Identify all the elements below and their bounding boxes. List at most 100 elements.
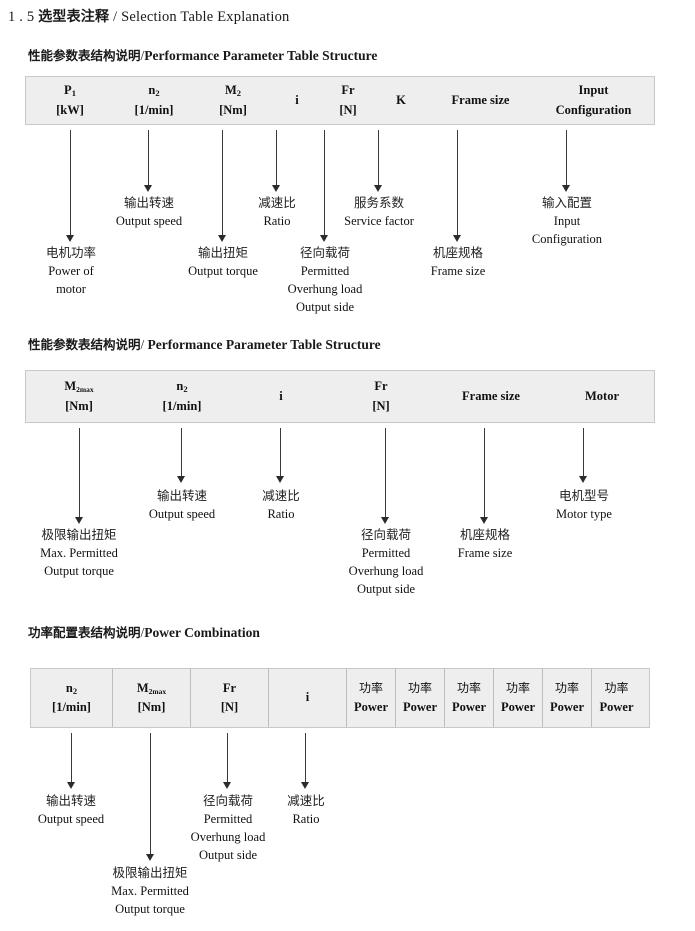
table-2-col-motor-line1: Motor <box>584 388 619 403</box>
table-1-col-p1-line2: [kW] <box>56 102 84 117</box>
table-1-col-p1: P1 [kW] <box>26 77 114 124</box>
note-permitted-overhung-load-3: 径向载荷 Permitted Overhung load Output side <box>191 792 266 865</box>
note-output-speed-2-cn: 输出转速 <box>156 488 207 503</box>
table-1-col-input-configuration-line1: Input <box>578 83 609 98</box>
table-1-col-i-line1: i <box>295 92 299 107</box>
table-2-col-n2-line1: n2 <box>176 379 188 395</box>
note-motor-type: 电机型号 Motor type <box>556 487 612 523</box>
note-permitted-overhung-load-en-2: Overhung load <box>287 282 363 297</box>
note-output-torque: 输出扭矩 Output torque <box>188 244 258 280</box>
page-title-chinese: 选型表注释 <box>38 9 110 25</box>
section-1-heading-chinese: 性能参数表结构说明 <box>28 48 141 63</box>
page-title: 1 . 5 选型表注释 / Selection Table Explanatio… <box>8 6 290 26</box>
note-max-permitted-output-torque-3-cn: 极限输出扭矩 <box>112 865 188 880</box>
table-1-col-fr-line2: [N] <box>339 102 357 117</box>
note-ratio-3-en-1: Ratio <box>292 812 320 827</box>
table-2-col-i-line1: i <box>279 388 283 403</box>
table-3-col-power-1-en: Power <box>353 699 388 714</box>
table-2-col-frame-size-line1: Frame size <box>462 388 520 403</box>
table-1-col-n2-line2: [1/min] <box>134 102 174 117</box>
arrow-to-ratio <box>271 130 282 192</box>
table-3-col-m2max: M2max [Nm] <box>113 669 191 727</box>
arrow-to-motor-type <box>578 428 589 483</box>
note-max-permitted-output-torque: 极限输出扭矩 Max. Permitted Output torque <box>40 526 118 580</box>
note-permitted-overhung-load-3-cn: 径向载荷 <box>202 793 254 808</box>
section-2-heading-chinese: 性能参数表结构说明 <box>28 337 141 352</box>
note-power-of-motor-en-2: motor <box>56 282 86 297</box>
note-permitted-overhung-load-en-3: Output side <box>296 300 354 315</box>
note-ratio: 减速比 Ratio <box>258 194 296 230</box>
arrow-to-frame-size-2 <box>479 428 490 524</box>
note-ratio-en-1: Ratio <box>263 214 291 229</box>
table-1-col-frame-size-line1: Frame size <box>451 92 510 107</box>
table-3-col-power-4-cn: 功率 <box>505 681 530 696</box>
table-3-col-power-6-cn: 功率 <box>604 681 629 696</box>
note-input-configuration-en-1: Input <box>553 214 581 229</box>
arrow-to-permitted-overhung-load <box>319 130 330 242</box>
arrow-to-max-permitted-output-torque-3 <box>145 733 156 861</box>
arrow-to-output-speed-2 <box>176 428 187 483</box>
arrow-to-output-torque <box>217 130 228 242</box>
table-3-col-power-2: 功率 Power <box>396 669 445 727</box>
note-permitted-overhung-load-3-en-2: Overhung load <box>190 830 266 845</box>
arrow-to-ratio-2 <box>275 428 286 483</box>
table-3-col-n2-line1: n2 <box>65 680 78 696</box>
section-3-heading-english: Power Combination <box>144 625 260 640</box>
arrow-to-ratio-3 <box>300 733 311 789</box>
note-permitted-overhung-load: 径向载荷 Permitted Overhung load Output side <box>288 244 363 317</box>
note-output-speed-en-1: Output speed <box>115 214 183 229</box>
table-3-col-power-4: 功率 Power <box>494 669 543 727</box>
arrow-to-frame-size <box>452 130 463 242</box>
table-1-col-n2-line1: n2 <box>148 83 160 99</box>
note-ratio-2: 减速比 Ratio <box>262 487 300 523</box>
note-max-permitted-output-torque-en-1: Max. Permitted <box>40 546 118 561</box>
note-max-permitted-output-torque-3-en-1: Max. Permitted <box>111 884 189 899</box>
table-3-col-power-3-en: Power <box>451 699 486 714</box>
table-3-col-i-line1: i <box>305 690 310 705</box>
section-2-heading: 性能参数表结构说明/ Performance Parameter Table S… <box>28 334 381 353</box>
note-permitted-overhung-load-cn: 径向载荷 <box>299 245 351 260</box>
page-title-english: Selection Table Explanation <box>121 9 290 25</box>
note-output-speed-3-en-1: Output speed <box>37 812 105 827</box>
note-frame-size-2-cn: 机座规格 <box>459 527 510 542</box>
table-3-col-power-1-cn: 功率 <box>358 681 383 696</box>
note-permitted-overhung-load-en-1: Permitted <box>300 264 350 279</box>
table-2-col-i: i <box>232 371 330 422</box>
table-3-col-fr-line2: [N] <box>220 700 239 714</box>
table-2-col-fr-line1: Fr <box>374 379 388 394</box>
arrow-to-power-of-motor <box>65 130 76 242</box>
note-max-permitted-output-torque-3-en-2: Output torque <box>115 902 185 917</box>
section-1-heading-english: Performance Parameter Table Structure <box>144 48 378 63</box>
table-1-col-m2: M2 [Nm] <box>194 77 272 124</box>
table-2-col-n2: n2 [1/min] <box>132 371 232 422</box>
note-motor-type-cn: 电机型号 <box>558 488 609 503</box>
note-ratio-cn: 减速比 <box>258 195 296 210</box>
table-1-col-input-configuration: Input Configuration <box>533 77 654 124</box>
table-3-col-power-6-en: Power <box>599 699 634 714</box>
arrow-to-output-speed-3 <box>66 733 77 789</box>
table-1-col-fr-line1: Fr <box>341 83 355 98</box>
table-2-col-n2-line2: [1/min] <box>162 398 202 413</box>
note-service-factor: 服务系数 Service factor <box>344 194 414 230</box>
table-3-col-power-3-cn: 功率 <box>456 681 481 696</box>
arrow-to-permitted-overhung-load-3 <box>222 733 233 789</box>
table-1-col-input-configuration-line2: Configuration <box>555 102 632 117</box>
note-permitted-overhung-load-3-en-3: Output side <box>199 848 257 863</box>
table-1-col-i: i <box>272 77 322 124</box>
table-3-col-fr: Fr [N] <box>191 669 269 727</box>
note-permitted-overhung-load-2-cn: 径向载荷 <box>360 527 412 542</box>
table-1-col-k-line1: K <box>396 92 406 107</box>
note-output-speed-2-en-1: Output speed <box>148 507 216 522</box>
note-input-configuration: 输入配置 Input Configuration <box>532 194 602 248</box>
table-2-col-motor: Motor <box>550 371 654 422</box>
note-output-torque-en-1: Output torque <box>188 264 258 279</box>
table-3-col-fr-line1: Fr <box>222 680 237 695</box>
table-3-col-power-1: 功率 Power <box>347 669 396 727</box>
note-power-of-motor-en-1: Power of <box>48 264 94 279</box>
note-permitted-overhung-load-2-en-2: Overhung load <box>348 564 424 579</box>
note-input-configuration-cn: 输入配置 <box>541 195 593 210</box>
table-1-col-n2: n2 [1/min] <box>114 77 194 124</box>
note-max-permitted-output-torque-cn: 极限输出扭矩 <box>41 527 117 542</box>
table-1-col-fr: Fr [N] <box>322 77 374 124</box>
